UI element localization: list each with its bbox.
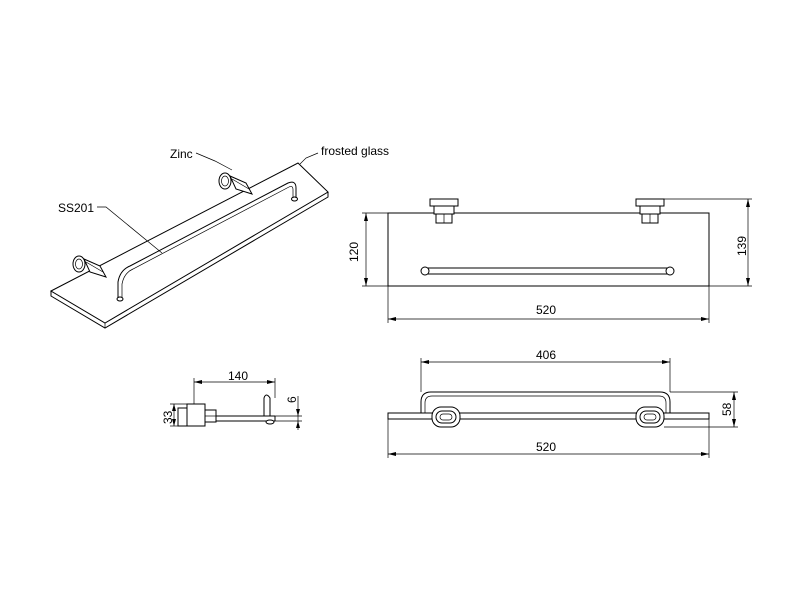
dim-front-rail: 406 [536,348,556,362]
dim-top-depth: 120 [347,242,361,262]
dim-front-width: 520 [536,440,556,454]
front-right-bracket [635,406,665,428]
side-wall-plate [177,407,188,427]
ss201-leader [97,206,163,254]
frosted-glass-label: frosted glass [321,144,389,158]
top-rail [420,266,675,276]
left-bracket [72,255,108,278]
dim-side-depth: 140 [228,369,248,383]
dim-top-total-depth: 139 [735,236,749,256]
side-rail-post [263,394,271,416]
side-view [170,378,302,430]
right-bracket [218,172,254,195]
front-left-bracket [431,406,461,428]
top-right-bracket [635,198,665,224]
zinc-label: Zinc [170,147,193,161]
glass-plate-top [49,162,329,324]
front-rail [420,391,671,413]
dim-side-height: 33 [161,410,175,424]
front-view [387,358,738,458]
front-glass [387,412,710,420]
frosted-glass-leader [299,152,319,165]
dim-front-height: 58 [720,402,734,416]
zinc-leader [195,152,233,171]
ss201-label: SS201 [58,201,94,215]
guard-rail [117,181,297,298]
top-view [362,198,752,323]
dim-top-width: 520 [536,303,556,317]
top-left-bracket [429,198,459,224]
glass-outline [387,212,710,287]
isometric-view [49,152,329,329]
dim-glass-thickness: 6 [285,396,299,403]
